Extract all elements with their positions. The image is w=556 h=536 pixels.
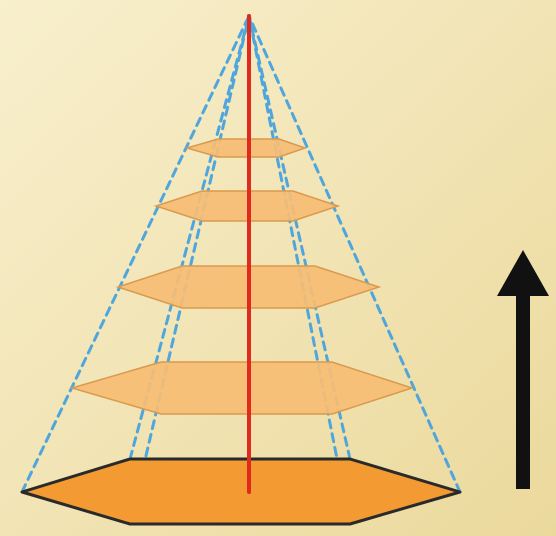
base-hexagon [20, 457, 462, 526]
cross-section-hexagon-4 [184, 138, 308, 158]
up-arrow-icon [497, 250, 549, 489]
cross-section-hexagon-1 [69, 361, 415, 415]
lateral-edge [247, 14, 462, 494]
lateral-edge [20, 14, 251, 494]
